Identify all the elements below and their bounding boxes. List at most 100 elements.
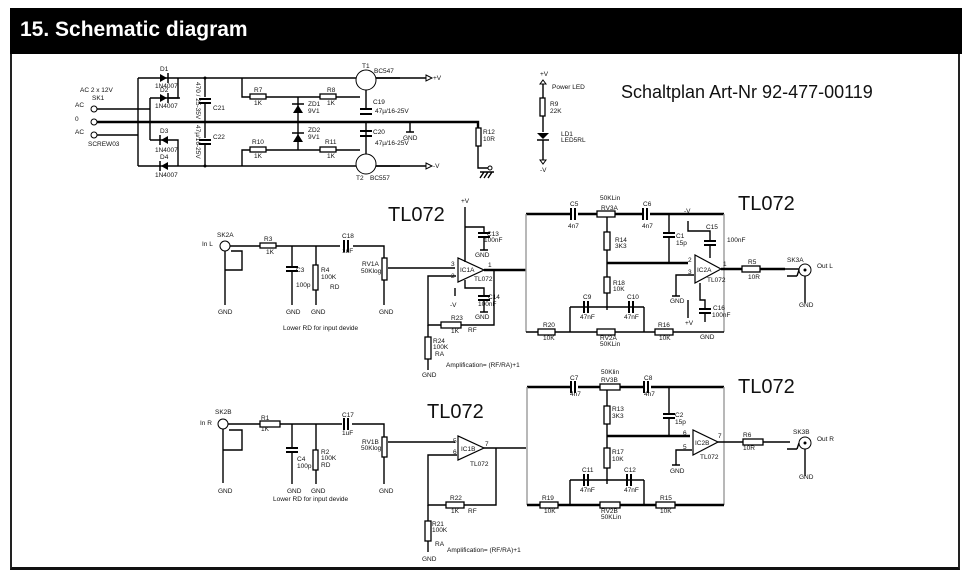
ic2a-pin2: 2	[688, 257, 692, 264]
d2-value: 1N4007	[155, 103, 178, 110]
t2-value: BC557	[370, 175, 390, 182]
power-led-circuit: +V Power LED R9 22K LD1 LED5RL -V	[537, 71, 586, 174]
ic1a-neg: -V	[450, 302, 457, 309]
rv1a-value: 50Klog	[361, 268, 382, 275]
ic2b-title: TL072	[738, 376, 795, 398]
ic2b-pin6: 6	[683, 430, 687, 437]
channel-left: TL072 TL072 In L SK2A GND R3 1K C3 100p …	[202, 193, 833, 379]
c12-ref: C12	[624, 467, 636, 474]
rd-note: Lower RD for input devide	[283, 325, 359, 332]
c15-value: 100nF	[727, 237, 745, 244]
gnd-r4: GND	[311, 309, 326, 316]
c21-ref: C21	[213, 105, 225, 112]
c6-value: 4n7	[642, 223, 653, 230]
rv3a-value: 50KLin	[600, 195, 621, 202]
c7-value: 4n7	[570, 391, 581, 398]
r20-ref: R20	[543, 322, 555, 329]
gnd-c13: GND	[475, 252, 490, 259]
gnd-r16: GND	[700, 334, 715, 341]
ic2b-opamp	[692, 429, 720, 456]
amp-formula-left: Amplification= (RF/RA)+1	[446, 362, 520, 369]
r7-value: 1K	[254, 100, 263, 107]
c16-value: 100nF	[712, 312, 730, 319]
r7-ref: R7	[254, 87, 263, 94]
gnd-sk2b: GND	[218, 488, 233, 495]
rv3b-value: 50Klin	[601, 369, 619, 376]
r24-note: RA	[435, 351, 445, 358]
c8-ref: C8	[644, 375, 653, 382]
sk2b-jack[interactable]	[217, 418, 229, 430]
gnd-sk3a: GND	[799, 302, 814, 309]
r11-value: 1K	[327, 153, 336, 160]
c2-ref: C2	[675, 412, 684, 419]
r18-ref: R18	[613, 280, 625, 287]
schematic-article-number: Schaltplan Art-Nr 92-477-00119	[621, 82, 873, 102]
ld1-value: LED5RL	[561, 137, 586, 144]
gnd-c4: GND	[287, 488, 302, 495]
gnd-label: GND	[403, 135, 418, 142]
ic2b-ref: IC2B	[695, 440, 709, 447]
in-r-label: In R	[200, 420, 212, 427]
d3-ref: D3	[160, 128, 169, 135]
c11-value: 47nF	[580, 487, 595, 494]
out-r-label: Out R	[817, 436, 834, 443]
power-led-label: Power LED	[552, 84, 585, 91]
r4-value: 100K	[321, 274, 337, 281]
zd2-ref: ZD2	[308, 127, 321, 134]
ic2b-pin7: 7	[718, 433, 722, 440]
r23-note: RF	[468, 327, 477, 334]
r13-ref: R13	[612, 406, 624, 413]
r17-ref: R17	[612, 449, 624, 456]
out-l-label: Out L	[817, 263, 833, 270]
rv2a-ref: RV2A	[600, 335, 618, 342]
t2-transistor	[355, 153, 377, 175]
rv2b-value: 50KLin	[601, 514, 622, 521]
screw03-label: SCREW03	[88, 141, 120, 148]
r15-ref: R15	[660, 495, 672, 502]
r2-note: RD	[321, 462, 331, 469]
c6-ref: C6	[643, 201, 652, 208]
sk2a-jack[interactable]	[219, 240, 231, 252]
r18-value: 10K	[613, 286, 625, 293]
r17-value: 10K	[612, 456, 624, 463]
pin-ac2: AC	[75, 129, 84, 136]
terminal-ac2	[90, 131, 98, 139]
schematic-frame	[10, 54, 960, 570]
c5-value: 4n7	[568, 223, 579, 230]
c16-ref: C16	[713, 305, 725, 312]
gnd-sk2a: GND	[218, 309, 233, 316]
c1-value: 15p	[676, 240, 687, 247]
section-header: 15. Schematic diagram	[10, 8, 962, 54]
c21-value: 470 / 25-35V	[194, 82, 201, 120]
rv2a-value: 50KLin	[600, 341, 621, 348]
c11-ref: C11	[582, 467, 594, 474]
rv2b-ref: RV2B	[601, 508, 618, 515]
sk3b-label: SK3B	[793, 429, 810, 436]
c20-value: 47µ/16-25V	[375, 140, 409, 147]
gnd-sk3b: GND	[799, 474, 814, 481]
r13-value: 3K3	[612, 413, 624, 420]
c19-value: 47µ/16-25V	[375, 108, 409, 115]
gnd-r21: GND	[422, 556, 437, 563]
r10-ref: R10	[252, 139, 264, 146]
r4-note: RD	[330, 284, 340, 291]
ic2a-pos: +V	[685, 320, 694, 327]
c17-value: 1uF	[342, 430, 353, 437]
gnd-r24: GND	[422, 372, 437, 379]
zd1-value: 9V1	[308, 108, 320, 115]
c9-ref: C9	[583, 294, 592, 301]
r1-ref: R1	[261, 415, 270, 422]
power-supply: AC 2 x 12V SK1 AC 0 AC SCREW03 D1 1N4007…	[75, 63, 495, 182]
chassis-ground-icon	[487, 165, 493, 171]
r11-ref: R11	[325, 139, 337, 146]
r8-ref: R8	[327, 87, 336, 94]
ic2a-neg: -V	[684, 208, 691, 215]
t1-transistor	[355, 69, 377, 91]
ic1a-pos: +V	[461, 198, 470, 205]
rd-note-r: Lower RD for input devide	[273, 496, 349, 503]
r16-value: 10K	[659, 335, 671, 342]
r12-ref: R12	[483, 129, 495, 136]
ic1a-value: TL072	[474, 276, 493, 283]
r24-value: 100K	[433, 344, 449, 351]
r10-value: 1K	[254, 153, 263, 160]
